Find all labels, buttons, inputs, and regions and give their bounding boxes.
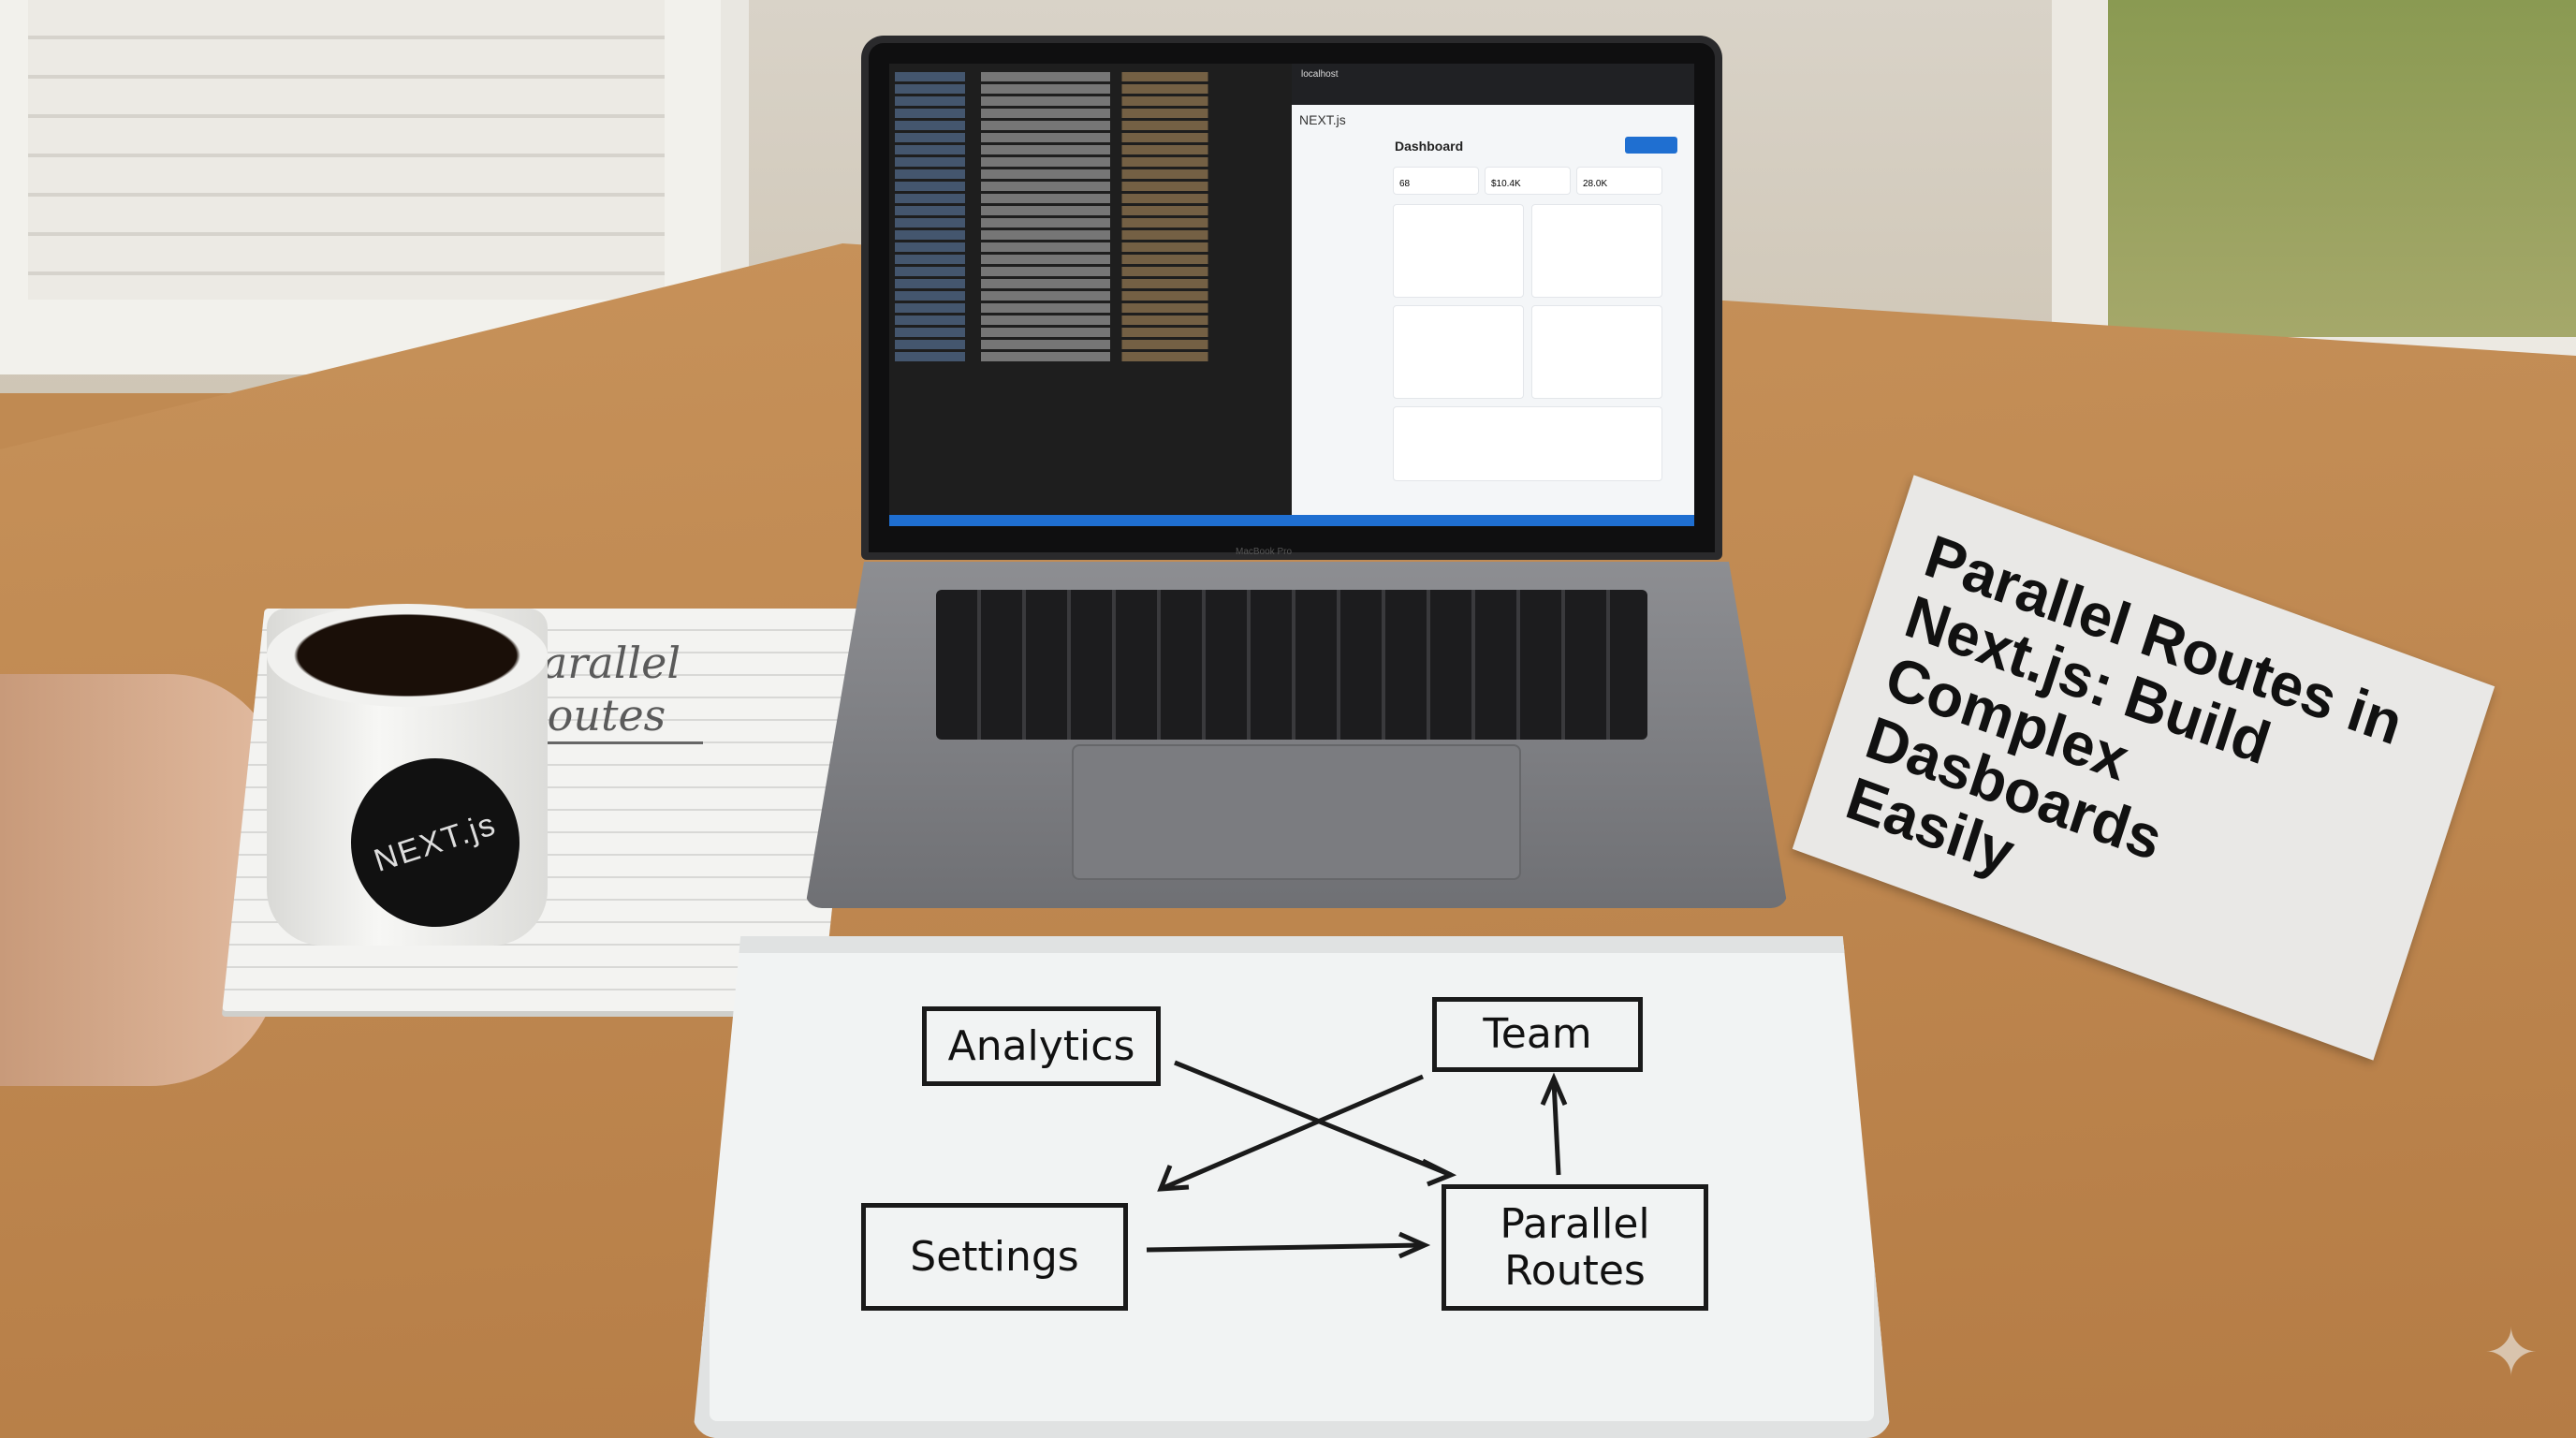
- parallel-label: Parallel: [1500, 1199, 1650, 1248]
- stat-card: 68: [1393, 167, 1479, 195]
- routes-label: Routes: [1504, 1246, 1646, 1295]
- primary-button: [1625, 137, 1677, 154]
- whiteboard-box-analytics: Analytics: [922, 1006, 1161, 1086]
- hand: [0, 674, 281, 1086]
- nextjs-logo-icon: NEXT.js: [1299, 112, 1346, 127]
- dashboard-title: Dashboard: [1395, 139, 1464, 154]
- stat-card: $10.4K: [1485, 167, 1571, 195]
- table-card: [1393, 406, 1662, 481]
- browser-window: localhost NEXT.js Dashboard 68 $10.4K 28…: [1292, 64, 1694, 526]
- keyboard: [936, 590, 1647, 740]
- window-left: [0, 0, 749, 374]
- bar-chart-card: [1531, 204, 1662, 298]
- window-blinds: [28, 0, 665, 300]
- mug-coffee: [267, 604, 548, 707]
- window-view: [2108, 0, 2576, 337]
- stat-card: 28.0K: [1576, 167, 1662, 195]
- laptop-brand-label: MacBook Pro: [1236, 547, 1293, 557]
- address-bar: localhost: [1292, 64, 1694, 105]
- url-text: localhost: [1301, 69, 1339, 80]
- whiteboard-box-team: Team: [1432, 997, 1643, 1072]
- code-editor: [889, 64, 1292, 526]
- trackpad: [1072, 744, 1521, 880]
- line-chart-card: [1393, 204, 1524, 298]
- screen-content: localhost NEXT.js Dashboard 68 $10.4K 28…: [889, 64, 1694, 526]
- whiteboard-box-parallel-routes: Parallel Routes: [1442, 1184, 1708, 1311]
- laptop-screen: localhost NEXT.js Dashboard 68 $10.4K 28…: [861, 36, 1722, 560]
- activity-card: [1393, 305, 1524, 399]
- whiteboard-box-settings: Settings: [861, 1203, 1128, 1311]
- status-bar: [889, 515, 1694, 526]
- sparkle-icon: ✦: [2483, 1316, 2539, 1389]
- team-card: [1531, 305, 1662, 399]
